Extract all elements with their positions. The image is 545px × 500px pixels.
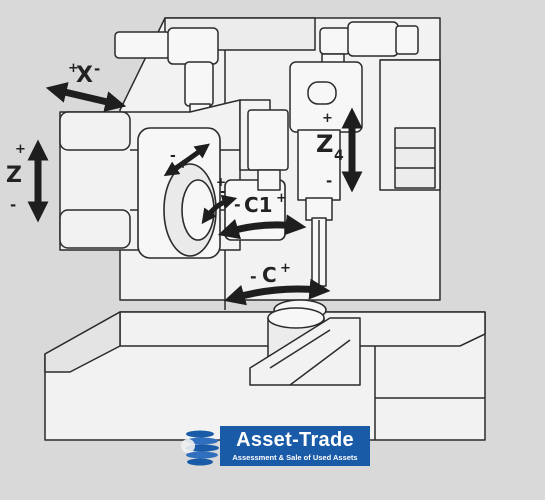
asset-trade-logo: Asset-Trade Assessment & Sale of Used As… [176,424,372,472]
z4-axis-subscript: 4 [334,148,344,164]
a-axis-plus: + [178,157,188,171]
a-axis-arrow [163,143,211,177]
c-axis-arrow [223,278,331,306]
globe-icon [181,430,219,466]
logo-banner: Asset-Trade Assessment & Sale of Used As… [220,426,370,466]
b-axis-plus: + [216,175,226,189]
c1-axis-plus: + [276,191,287,206]
x-axis-label: X [76,63,93,88]
z4-axis-label: Z [316,130,333,158]
a-axis-minus: - [170,148,176,164]
logo-name: Asset-Trade [236,429,354,451]
c1-axis-minus: - [234,195,241,214]
b-axis-minus: - [220,184,226,200]
c1-axis-label: C1 [244,193,273,217]
c-axis-minus: - [250,267,257,286]
c1-axis-arrow [217,214,307,240]
z-axis-plus: + [15,142,26,157]
z4-axis-plus: + [322,111,333,126]
logo-tagline: Assessment & Sale of Used Assets [232,453,358,462]
motion-arrows [27,82,363,306]
z-axis-minus: - [10,196,16,214]
z4-axis-minus: - [326,172,332,190]
c-axis-plus: + [280,261,291,276]
x-axis-minus: - [94,60,100,78]
z-axis-label: Z [6,163,22,188]
b-axis-arrow [201,194,238,225]
x-axis-arrow [45,82,127,112]
x-axis-plus: + [68,61,79,76]
c-axis-label: C [262,263,277,287]
